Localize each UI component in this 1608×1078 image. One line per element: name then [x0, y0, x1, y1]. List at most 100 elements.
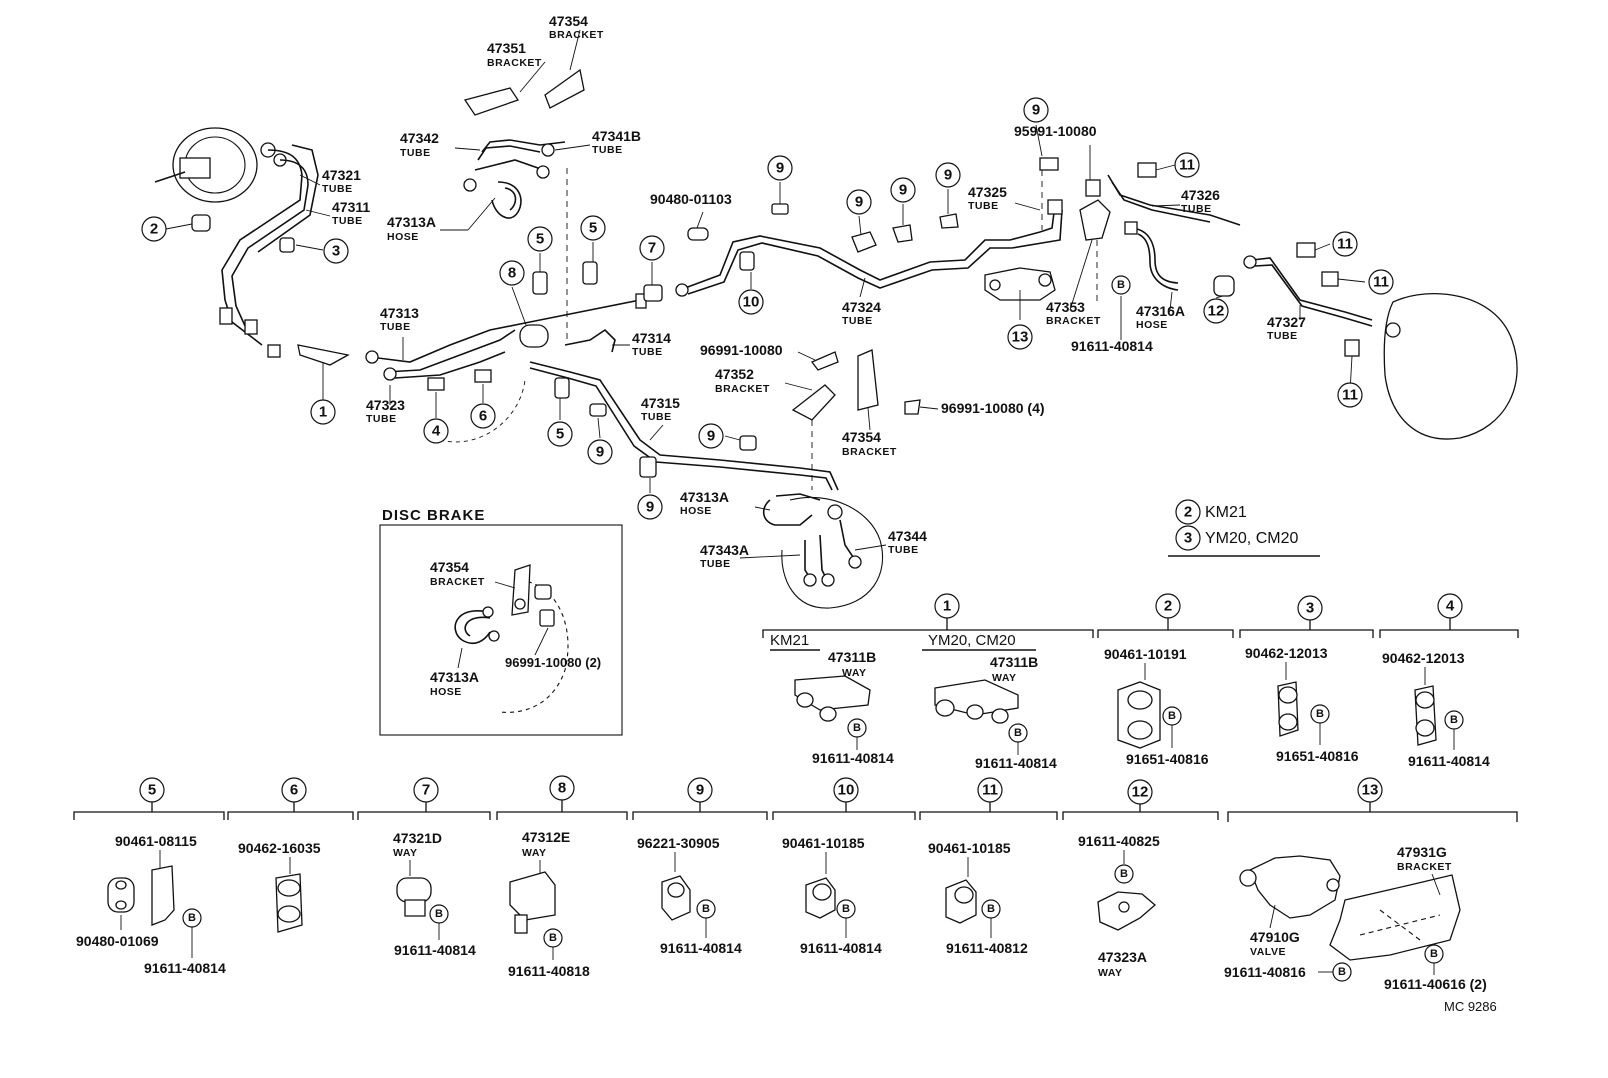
- brake-tube-routing: [219, 139, 1373, 491]
- label-47341b: 47341B: [592, 128, 641, 144]
- g3-top: 90462-12013: [1245, 645, 1328, 661]
- callout-9e: 9: [846, 189, 872, 215]
- drawing-code: MC 9286: [1444, 999, 1497, 1014]
- g4-bot: 91611-40814: [1408, 753, 1490, 769]
- g4-bolt-mark: B: [1450, 714, 1458, 726]
- label-47354-top: 47354: [549, 13, 588, 29]
- brake-booster: [154, 127, 287, 203]
- label-47327: 47327: [1267, 314, 1306, 330]
- g8-bolt-mark: B: [549, 932, 557, 944]
- g8-top: 47312E: [522, 829, 570, 845]
- svg-text:9: 9: [646, 499, 654, 516]
- g13-bracket: 47931G: [1397, 844, 1447, 860]
- g12-top: 91611-40825: [1078, 833, 1160, 849]
- label-47352-sub: BRACKET: [715, 383, 770, 395]
- g5-bot: 91611-40814: [144, 960, 226, 976]
- label-47353-sub: BRACKET: [1046, 315, 1101, 327]
- svg-text:5: 5: [589, 220, 597, 237]
- group-3-callout: 3: [1306, 600, 1314, 617]
- svg-text:9: 9: [855, 194, 863, 211]
- label-95991-10080: 95991-10080: [1014, 123, 1097, 139]
- g1-way-left-sub: WAY: [842, 667, 866, 679]
- group-6-callout: 6: [290, 782, 298, 799]
- group-9-callout: 9: [696, 782, 704, 799]
- label-96991-10080-4: 96991-10080 (4): [941, 400, 1045, 416]
- callout-9h: 9: [1023, 97, 1049, 123]
- callout-12: 12: [1203, 298, 1229, 324]
- callout-5c: 5: [547, 421, 573, 447]
- g5-mid: 90480-01069: [76, 933, 159, 949]
- group-11-callout: 11: [982, 782, 998, 799]
- svg-text:9: 9: [944, 167, 952, 184]
- detail-group-11: 11 90461-10185 B 91611-40812: [919, 777, 1058, 956]
- group-8-callout: 8: [558, 780, 566, 797]
- label-47343a: 47343A: [700, 542, 749, 558]
- svg-text:4: 4: [432, 423, 441, 440]
- callout-4: 4: [423, 418, 449, 444]
- svg-text:9: 9: [1032, 102, 1040, 119]
- detail-group-13: 13 47931G BRACKET 47910G VALVE B 91611-4…: [1224, 777, 1518, 992]
- svg-text:9: 9: [596, 444, 604, 461]
- group-7-callout: 7: [422, 782, 430, 799]
- svg-text:B: B: [1117, 279, 1125, 291]
- g1-km21: KM21: [770, 632, 809, 649]
- inset-47354-sub: BRACKET: [430, 576, 485, 588]
- g2-top: 90461-10191: [1104, 646, 1187, 662]
- callout-9a: 9: [587, 439, 613, 465]
- label-47342: 47342: [400, 130, 439, 146]
- callout-11d: 11: [1337, 382, 1363, 408]
- label-47311-sub: TUBE: [332, 215, 363, 227]
- detail-group-2: 2 90461-10191 B 91651-40816: [1097, 593, 1234, 767]
- group-4-callout: 4: [1446, 598, 1455, 615]
- svg-text:8: 8: [508, 265, 516, 282]
- g11-bolt-mark: B: [987, 903, 995, 915]
- label-47343a-sub: TUBE: [700, 558, 731, 570]
- g13-bracket-sub: BRACKET: [1397, 861, 1452, 873]
- callout-1: 1: [310, 399, 336, 425]
- label-47353: 47353: [1046, 299, 1085, 315]
- g1-ym20: YM20, CM20: [928, 632, 1016, 649]
- g10-bolt-mark: B: [842, 903, 850, 915]
- g2-bot: 91651-40816: [1126, 751, 1209, 767]
- callout-7: 7: [639, 235, 665, 261]
- g13-bolt-mark-right: B: [1430, 948, 1438, 960]
- label-47351: 47351: [487, 40, 526, 56]
- label-47341b-sub: TUBE: [592, 144, 623, 156]
- label-47313a-mid-sub: HOSE: [680, 505, 712, 517]
- leader-lines: [165, 29, 1366, 559]
- g12-sub: WAY: [1098, 967, 1122, 979]
- label-47327-sub: TUBE: [1267, 330, 1298, 342]
- disc-brake-inset: DISC BRAKE 47354 BRACKET 47313A HOSE 969…: [379, 507, 623, 736]
- callout-9c: 9: [698, 423, 724, 449]
- label-47311: 47311: [332, 199, 370, 215]
- legend-callout-2: 2: [1184, 504, 1192, 521]
- callout-9g: 9: [935, 162, 961, 188]
- label-47313a-top-sub: HOSE: [387, 231, 419, 243]
- callout-13: 13: [1007, 324, 1033, 350]
- rear-brake-drum: [1383, 292, 1518, 440]
- g7-bolt-mark: B: [435, 908, 443, 920]
- g1-way-right: 47311B: [990, 654, 1038, 670]
- label-47321-sub: TUBE: [322, 183, 353, 195]
- group-5-callout: 5: [148, 782, 156, 799]
- label-47354-top-sub: BRACKET: [549, 29, 604, 41]
- inset-47354: 47354: [430, 559, 469, 575]
- part-labels: 47354 BRACKET 47351 BRACKET 47342 TUBE 4…: [322, 13, 1306, 570]
- svg-text:10: 10: [743, 294, 760, 311]
- svg-text:12: 12: [1208, 303, 1225, 320]
- variant-legend: 2 KM21 3 YM20, CM20: [1168, 499, 1320, 557]
- callouts-main: 2 3 1 4 6 8 5 5 7 5 9 9 9 10 9 9 9 9 9 1…: [141, 97, 1394, 520]
- label-47354-mid: 47354: [842, 429, 881, 445]
- detail-group-12: 12 91611-40825 B 47323A WAY: [1062, 779, 1219, 979]
- inset-47313a-sub: HOSE: [430, 686, 462, 698]
- label-47326-sub: TUBE: [1181, 203, 1212, 215]
- g1-bolt-mark-right: B: [1014, 727, 1022, 739]
- label-47351-sub: BRACKET: [487, 57, 542, 69]
- g11-bot: 91611-40812: [946, 940, 1028, 956]
- label-47344-sub: TUBE: [888, 544, 919, 556]
- g7-sub: WAY: [393, 847, 417, 859]
- label-47313-sub: TUBE: [380, 321, 411, 333]
- callout-5a: 5: [527, 226, 553, 252]
- callout-9f: 9: [890, 177, 916, 203]
- g4-top: 90462-12013: [1382, 650, 1465, 666]
